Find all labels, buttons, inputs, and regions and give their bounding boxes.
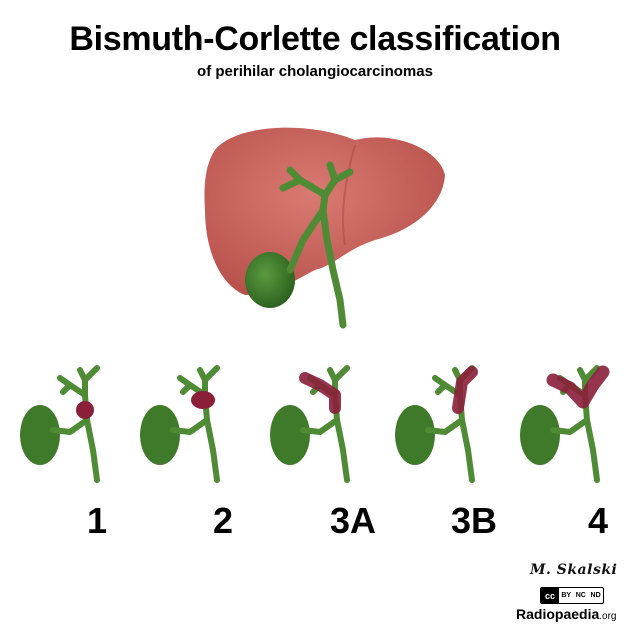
type-1-illustration xyxy=(15,360,115,495)
brand-link[interactable]: Radiopaedia.org xyxy=(516,606,617,622)
type-label-1: 1 xyxy=(86,500,108,541)
type-label-4: 4 xyxy=(587,500,609,541)
diagram-title: Bismuth-Corlette classification xyxy=(69,20,561,58)
license-by: BY xyxy=(561,592,572,599)
type-label-3b: 3B xyxy=(450,500,498,541)
license-nc: NC xyxy=(575,592,586,599)
type-3b-illustration xyxy=(390,360,490,495)
gallbladder-shape xyxy=(245,252,295,308)
author-signature: M. Skalski xyxy=(530,562,618,578)
liver-illustration xyxy=(195,120,455,335)
license-nd: ND xyxy=(590,592,601,599)
cc-license-badge: cc BY NC ND xyxy=(540,587,604,604)
type-2-illustration xyxy=(135,360,235,495)
diagram-subtitle: of perihilar cholangiocarcinomas xyxy=(197,63,433,80)
cc-icon: cc xyxy=(541,588,559,603)
type-3a-illustration xyxy=(265,360,365,495)
type-4-illustration xyxy=(515,360,615,495)
type-label-2: 2 xyxy=(212,500,234,541)
type-label-3a: 3A xyxy=(329,500,377,541)
bile-duct-shape xyxy=(279,161,354,329)
